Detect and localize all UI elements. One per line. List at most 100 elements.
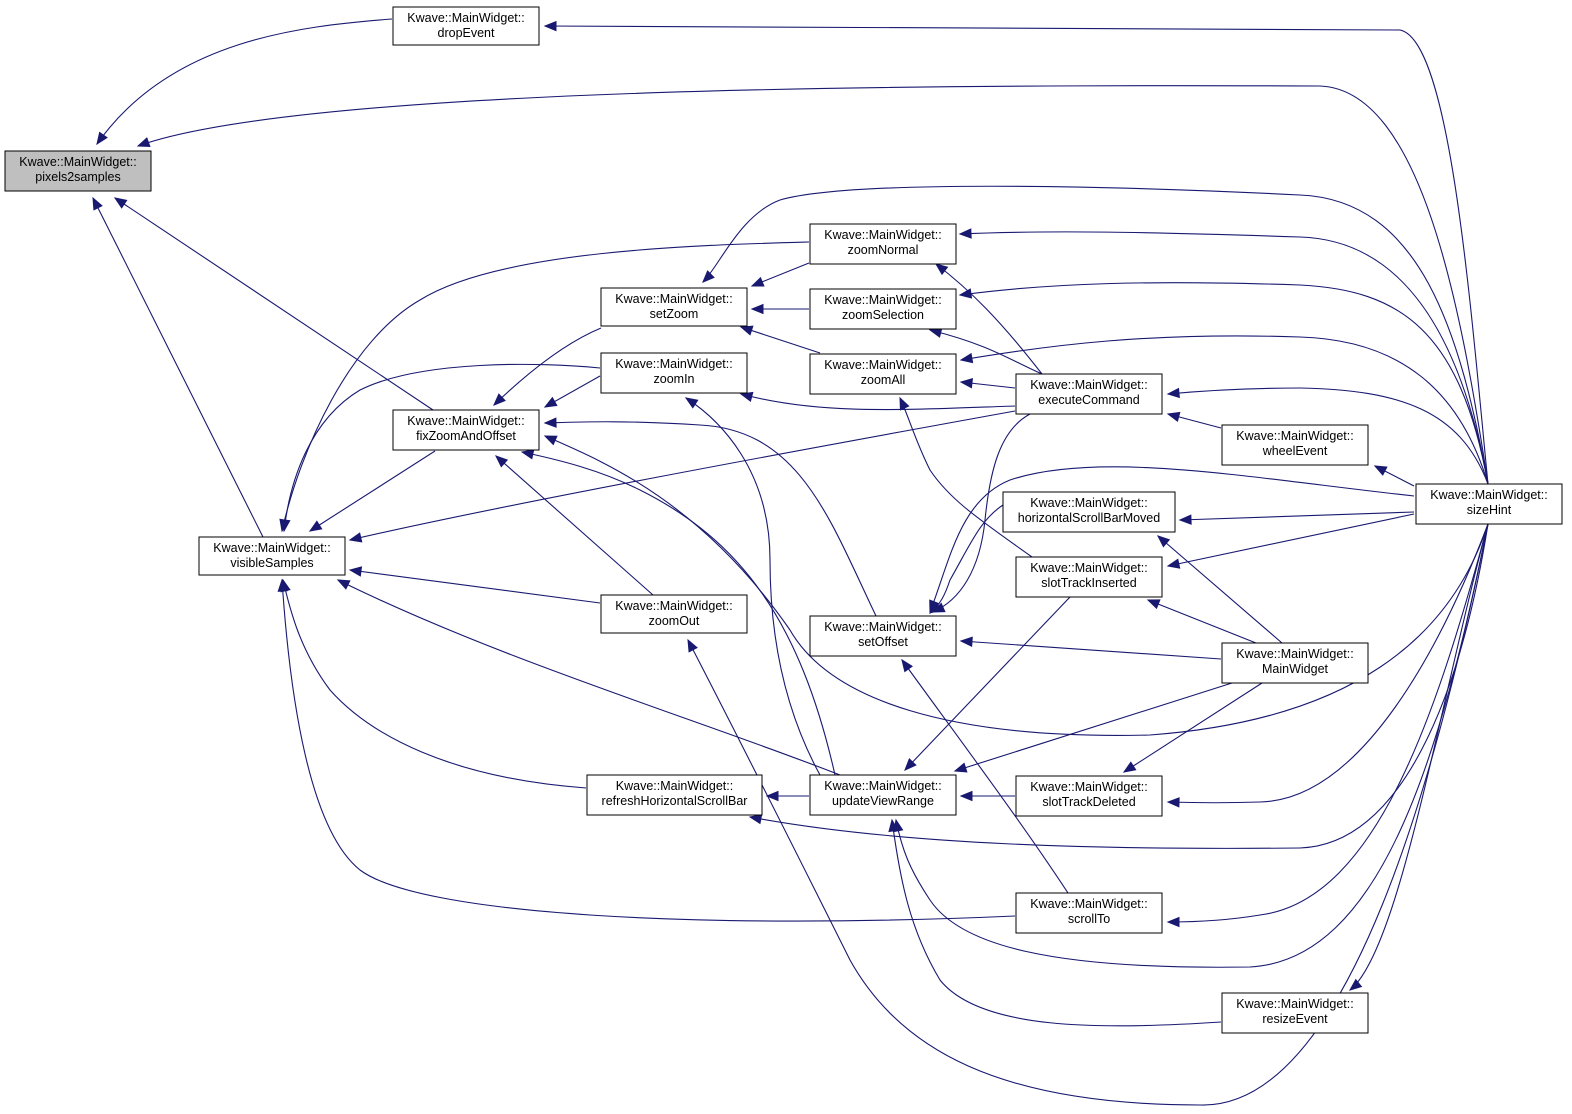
node-zoomSelection[interactable]: Kwave::MainWidget::zoomSelection [809, 288, 957, 330]
arrow-head-icon [543, 396, 558, 408]
edge-slotTrackInserted-to-updateViewRange [904, 596, 1071, 771]
node-box [1015, 556, 1163, 598]
edge-line [895, 523, 1489, 968]
edge-sizeHint-to-setOffset [929, 466, 1415, 614]
node-MainWidget[interactable]: Kwave::MainWidget::MainWidget [1221, 642, 1369, 684]
edge-line [960, 335, 1489, 485]
node-class-label: Kwave::MainWidget:: [1030, 897, 1147, 911]
node-scrollTo[interactable]: Kwave::MainWidget::scrollTo [1015, 892, 1163, 934]
edge-line [1157, 535, 1283, 644]
arrow-head-icon [493, 393, 506, 406]
arrow-head-icon [348, 566, 363, 577]
node-class-label: Kwave::MainWidget:: [407, 11, 524, 25]
edge-line [929, 466, 1415, 613]
nodes-layer: Kwave::MainWidget::pixels2samplesKwave::… [4, 6, 1563, 1034]
arrow-head-icon [1166, 411, 1181, 423]
edge-line [337, 579, 841, 776]
node-method-label: zoomSelection [842, 308, 924, 322]
node-setZoom[interactable]: Kwave::MainWidget::setZoom [600, 287, 748, 327]
node-class-label: Kwave::MainWidget:: [1430, 488, 1547, 502]
node-box [1015, 373, 1163, 415]
node-class-label: Kwave::MainWidget:: [824, 293, 941, 307]
edge-line [702, 185, 1489, 485]
edge-MainWidget-to-horizontalScrollBarMoved [1157, 535, 1283, 644]
node-box [1015, 775, 1163, 817]
edge-MainWidget-to-updateViewRange [953, 682, 1233, 773]
edge-fixZoomAndOffset-to-visibleSamples [308, 450, 436, 532]
arrow-head-icon [348, 532, 363, 543]
node-pixels2samples[interactable]: Kwave::MainWidget::pixels2samples [4, 150, 152, 192]
node-class-label: Kwave::MainWidget:: [824, 779, 941, 793]
edge-sizeHint-to-zoomSelection [958, 282, 1489, 485]
edge-setZoom-to-fixZoomAndOffset [493, 327, 602, 406]
edge-line [495, 455, 654, 596]
edge-line [960, 640, 1222, 660]
arrow-head-icon [136, 137, 151, 148]
edge-sizeHint-to-updateViewRange [893, 523, 1489, 968]
node-resizeEvent[interactable]: Kwave::MainWidget::resizeEvent [1221, 992, 1369, 1034]
node-slotTrackInserted[interactable]: Kwave::MainWidget::slotTrackInserted [1015, 556, 1163, 598]
node-executeCommand[interactable]: Kwave::MainWidget::executeCommand [1015, 373, 1163, 415]
node-box [809, 774, 957, 816]
edge-line [929, 504, 1004, 614]
edge-line [1167, 513, 1415, 567]
node-box [809, 288, 957, 330]
edge-line [740, 326, 821, 354]
edge-line [687, 523, 1489, 1106]
node-dropEvent[interactable]: Kwave::MainWidget::dropEvent [392, 6, 540, 46]
edge-line [544, 421, 877, 617]
node-class-label: Kwave::MainWidget:: [615, 357, 732, 371]
node-method-label: zoomOut [649, 614, 700, 628]
node-wheelEvent[interactable]: Kwave::MainWidget::wheelEvent [1221, 424, 1369, 466]
node-class-label: Kwave::MainWidget:: [407, 414, 524, 428]
node-setOffset[interactable]: Kwave::MainWidget::setOffset [809, 615, 957, 657]
edge-line [1147, 599, 1257, 644]
node-horizontalScrollBarMoved[interactable]: Kwave::MainWidget::horizontalScrollBarMo… [1002, 491, 1176, 533]
edge-line [929, 329, 1043, 375]
edge-line [685, 397, 821, 776]
edge-executeCommand-to-visibleSamples [348, 410, 1016, 543]
edge-executeCommand-to-zoomAll [959, 378, 1016, 389]
node-box [1002, 491, 1176, 533]
edge-line [114, 197, 434, 411]
node-class-label: Kwave::MainWidget:: [1030, 496, 1147, 510]
edge-zoomNormal-to-setZoom [750, 262, 810, 287]
node-fixZoomAndOffset[interactable]: Kwave::MainWidget::fixZoomAndOffset [392, 409, 540, 451]
arrow-head-icon [1157, 535, 1171, 548]
node-method-label: fixZoomAndOffset [416, 429, 516, 443]
arrow-head-icon [543, 417, 557, 428]
edge-updateViewRange-to-visibleSamples [336, 579, 841, 776]
edge-line [544, 25, 1489, 485]
arrow-head-icon [1122, 761, 1137, 773]
node-box [809, 353, 957, 395]
arrow-head-icon [1348, 978, 1363, 991]
node-class-label: Kwave::MainWidget:: [1030, 561, 1147, 575]
node-zoomAll[interactable]: Kwave::MainWidget::zoomAll [809, 353, 957, 395]
edge-line [959, 282, 1489, 485]
edge-zoomOut-to-fixZoomAndOffset [495, 455, 654, 596]
node-slotTrackDeleted[interactable]: Kwave::MainWidget::slotTrackDeleted [1015, 775, 1163, 817]
node-sizeHint[interactable]: Kwave::MainWidget::sizeHint [1415, 483, 1563, 525]
arrow-head-icon [92, 196, 103, 211]
node-zoomOut[interactable]: Kwave::MainWidget::zoomOut [600, 594, 748, 634]
edge-sizeHint-to-scrollTo [1166, 523, 1489, 928]
node-refreshHorizontalScrollBar[interactable]: Kwave::MainWidget::refreshHorizontalScro… [586, 774, 763, 816]
edge-sizeHint-to-zoomOut [687, 523, 1489, 1106]
node-updateViewRange[interactable]: Kwave::MainWidget::updateViewRange [809, 774, 957, 816]
node-box [1415, 483, 1563, 525]
node-visibleSamples[interactable]: Kwave::MainWidget::visibleSamples [198, 536, 346, 576]
node-zoomIn[interactable]: Kwave::MainWidget::zoomIn [600, 352, 748, 394]
edge-setOffset-to-fixZoomAndOffset [543, 417, 877, 617]
edge-line [544, 435, 1489, 736]
arrow-head-icon [959, 352, 974, 364]
node-zoomNormal[interactable]: Kwave::MainWidget::zoomNormal [809, 223, 957, 265]
node-method-label: zoomNormal [848, 243, 919, 257]
node-method-label: horizontalScrollBarMoved [1018, 511, 1160, 525]
edge-sizeHint-to-wheelEvent [1373, 465, 1415, 487]
arrow-head-icon [1178, 514, 1192, 525]
arrow-head-icon [1146, 599, 1161, 610]
edge-executeCommand-to-zoomNormal [934, 263, 1043, 375]
edge-line [959, 231, 1489, 485]
arrow-head-icon [928, 327, 943, 338]
edge-scrollTo-to-visibleSamples [277, 578, 1016, 922]
